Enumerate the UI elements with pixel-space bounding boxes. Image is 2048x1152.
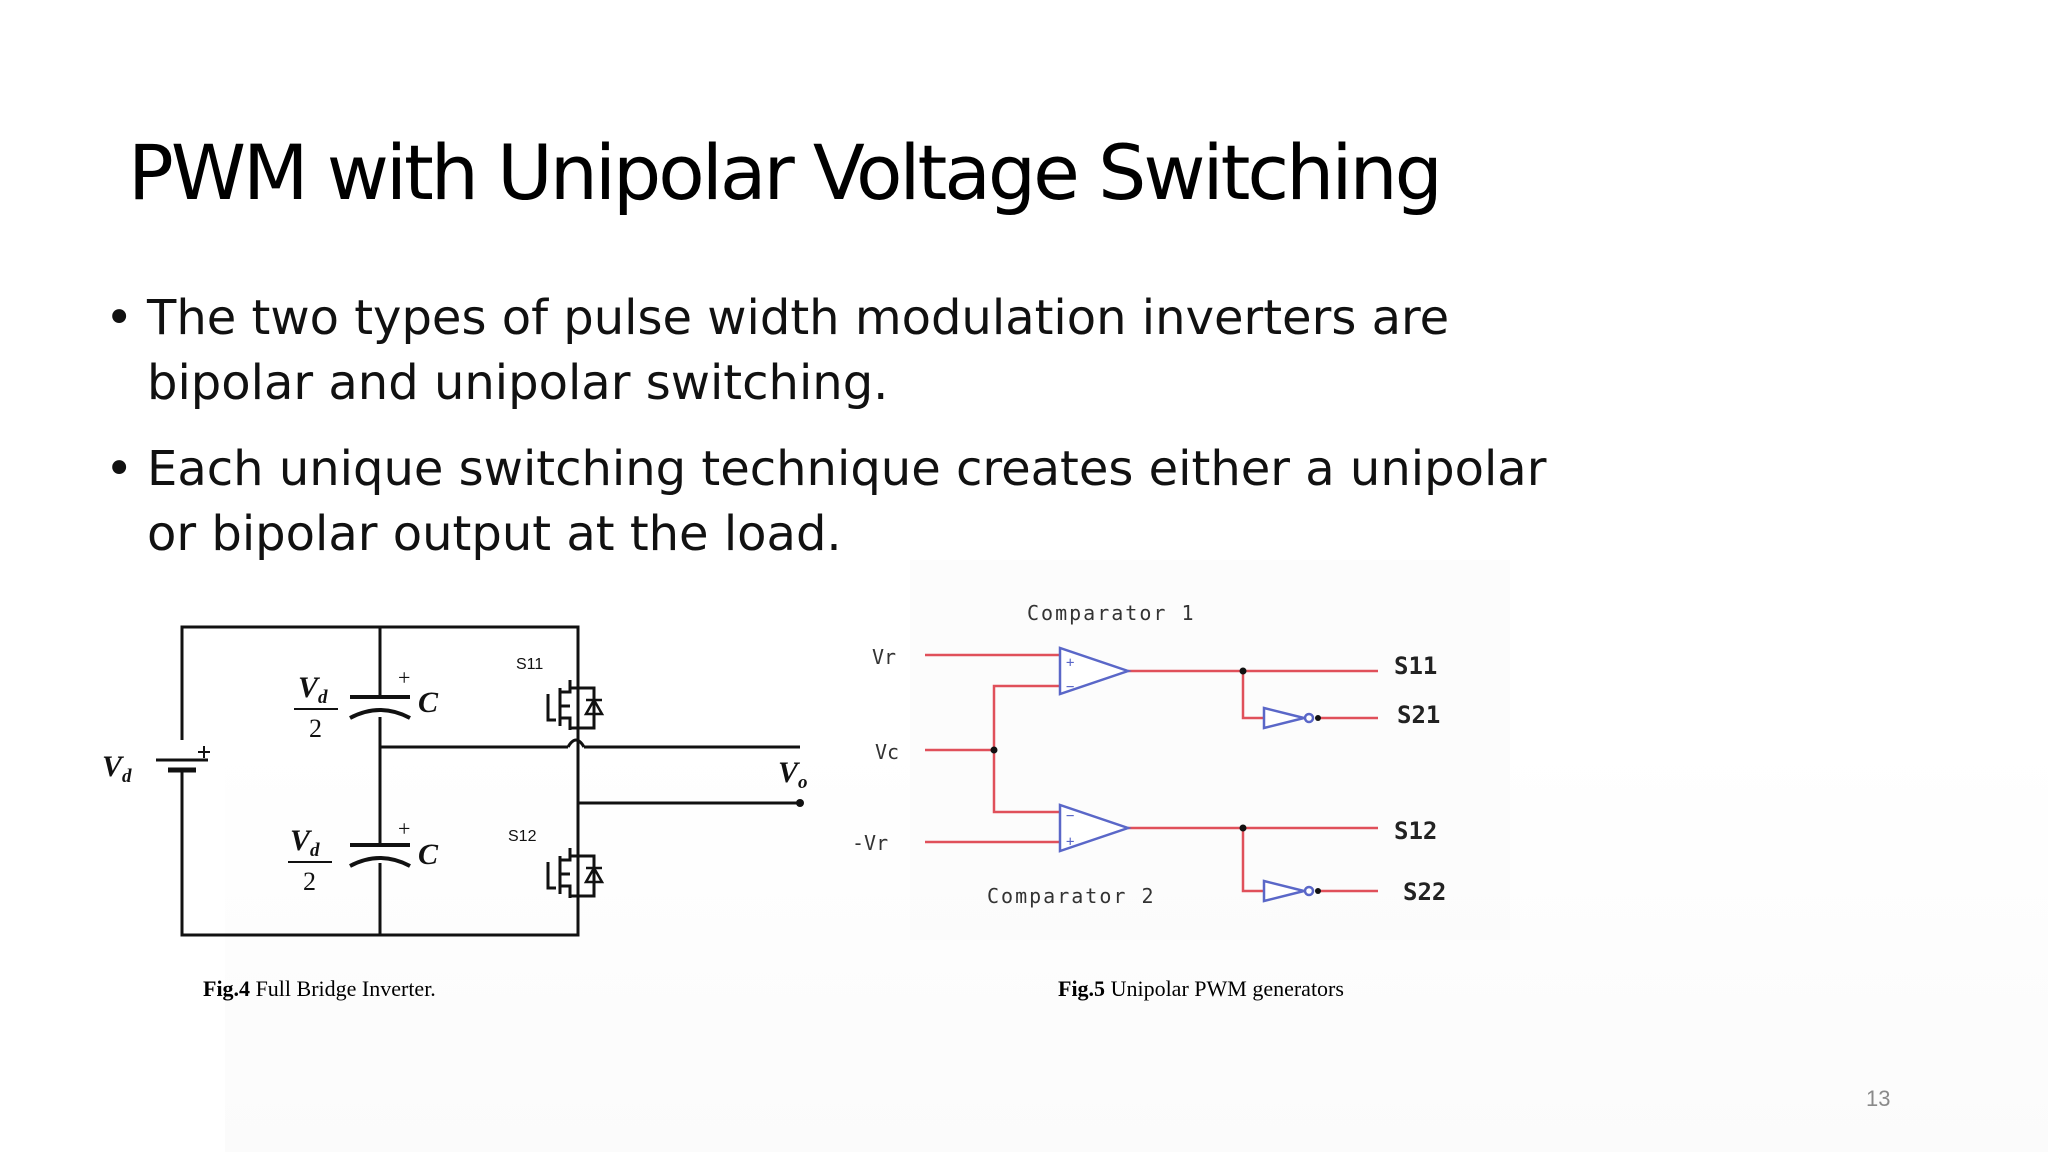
s11-switch-label: S11 bbox=[516, 656, 543, 673]
comparator-1-icon bbox=[1058, 646, 1132, 696]
cap-lower-label: C bbox=[418, 838, 439, 871]
bullet-text: Each unique switching technique creates … bbox=[147, 441, 1547, 562]
output-s21-label: S21 bbox=[1397, 701, 1440, 729]
figure-4-caption: Fig.4 Full Bridge Inverter. bbox=[203, 976, 436, 1002]
svg-text:−: − bbox=[1066, 808, 1074, 824]
switch-s12-icon bbox=[546, 846, 604, 900]
figure-5-caption: Fig.5 Unipolar PWM generators bbox=[1058, 976, 1344, 1002]
comparator-2-icon bbox=[1058, 803, 1132, 853]
vd-half-lower-den: 2 bbox=[303, 867, 316, 896]
vr-input-label: Vr bbox=[872, 645, 896, 669]
svg-text:Vd: Vd bbox=[298, 671, 328, 708]
cap-lower-plus: + bbox=[398, 816, 410, 841]
bullet-item: •The two types of pulse width modulation… bbox=[105, 286, 1587, 416]
capacitor-upper bbox=[349, 695, 411, 720]
bullet-text: The two types of pulse width modulation … bbox=[147, 290, 1450, 411]
figure-4-caption-number: Fig.4 bbox=[203, 976, 251, 1001]
full-bridge-inverter-diagram: Vd Vd 2 Vd 2 + C + C S11 S12 Vo bbox=[102, 625, 808, 937]
svg-text:+: + bbox=[1066, 834, 1074, 850]
svg-text:Vo: Vo bbox=[778, 756, 808, 793]
svg-text:+: + bbox=[1066, 655, 1074, 671]
figure-5-caption-number: Fig.5 bbox=[1058, 976, 1106, 1001]
vo-subscript: o bbox=[798, 772, 808, 793]
bullet-dot-icon: • bbox=[105, 290, 134, 346]
capacitor-lower bbox=[349, 843, 411, 868]
bullet-list: •The two types of pulse width modulation… bbox=[105, 286, 1587, 588]
figure-5-caption-text: Unipolar PWM generators bbox=[1105, 976, 1344, 1001]
svg-text:Vd: Vd bbox=[290, 824, 320, 861]
inverter-2-icon bbox=[1262, 879, 1305, 903]
svg-text:Vd: Vd bbox=[102, 750, 132, 787]
s12-switch-label: S12 bbox=[508, 828, 537, 845]
vd-label: V bbox=[102, 750, 125, 783]
inverter-1-icon bbox=[1262, 706, 1305, 730]
vd-half-upper-sub: d bbox=[318, 687, 328, 708]
vd-half-lower-num: V bbox=[290, 824, 313, 857]
neg-vr-input-label: -Vr bbox=[852, 831, 888, 855]
battery-icon bbox=[156, 740, 210, 782]
vd-half-upper-den: 2 bbox=[309, 714, 322, 743]
comparator-1-label: Comparator 1 bbox=[1027, 601, 1196, 625]
figure-4-caption-text: Full Bridge Inverter. bbox=[250, 976, 436, 1001]
slide-title: PWM with Unipolar Voltage Switching bbox=[128, 128, 1443, 217]
vd-subscript: d bbox=[122, 766, 132, 787]
switch-s11-icon bbox=[546, 678, 604, 732]
bullet-dot-icon: • bbox=[105, 441, 134, 497]
svg-text:−: − bbox=[1066, 679, 1074, 695]
vd-half-upper-num: V bbox=[298, 671, 321, 704]
output-s22-label: S22 bbox=[1403, 878, 1446, 906]
cap-upper-label: C bbox=[418, 686, 439, 719]
cap-upper-plus: + bbox=[398, 665, 410, 690]
bullet-item: •Each unique switching technique creates… bbox=[105, 437, 1587, 567]
vd-half-lower-sub: d bbox=[310, 840, 320, 861]
vo-label: V bbox=[778, 756, 801, 789]
output-s12-label: S12 bbox=[1394, 817, 1437, 845]
page-number: 13 bbox=[1866, 1086, 1891, 1111]
vc-input-label: Vc bbox=[875, 740, 899, 764]
figure-background-shade bbox=[910, 560, 1510, 940]
unipolar-pwm-generator-diagram: + − − + Comparator 1 Comparator 2 Vr Vc -V… bbox=[852, 601, 1446, 908]
output-s11-label: S11 bbox=[1394, 652, 1437, 680]
output-terminal-icon bbox=[796, 799, 804, 807]
comparator-2-label: Comparator 2 bbox=[987, 884, 1156, 908]
